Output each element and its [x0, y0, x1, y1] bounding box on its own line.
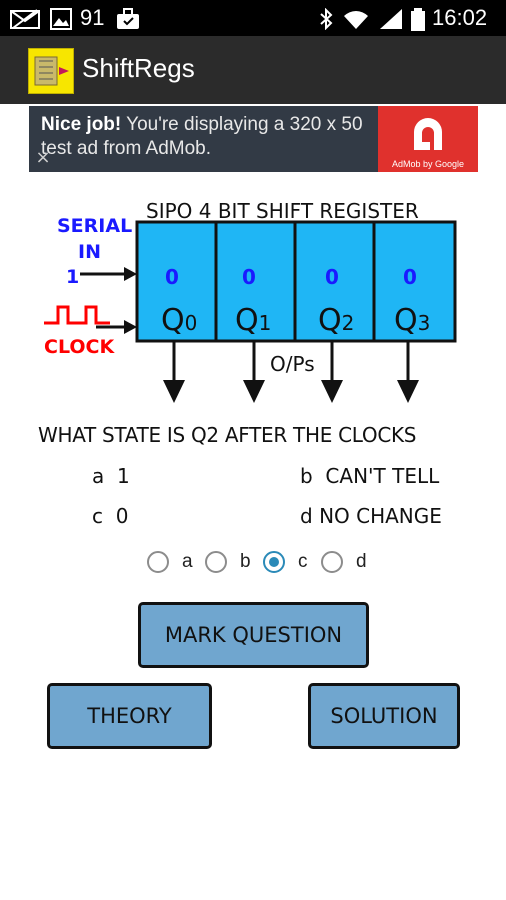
radio-b[interactable]	[205, 551, 227, 573]
cell-q1-value: 0	[242, 265, 256, 289]
option-c: c 0	[92, 504, 129, 528]
clock-pulse-icon	[44, 305, 110, 325]
output-arrows	[163, 341, 419, 403]
photo-icon	[50, 8, 72, 30]
admob-logo[interactable]: AdMob by Google	[378, 106, 478, 172]
option-a: a 1	[92, 464, 130, 488]
signal-icon	[380, 9, 402, 29]
outputs-label: O/Ps	[270, 352, 315, 376]
serial-in-value: 1	[66, 266, 79, 288]
option-d: d NO CHANGE	[300, 504, 442, 528]
bluetooth-icon	[320, 8, 333, 30]
mail-muted-icon	[10, 9, 40, 29]
question-text: WHAT STATE IS Q2 AFTER THE CLOCKS	[38, 423, 417, 447]
cell-q2-value: 0	[325, 265, 339, 289]
cell-q3-label: Q3	[394, 303, 430, 338]
cell-q1-label: Q1	[235, 303, 271, 338]
shift-register-app-icon[interactable]	[28, 48, 74, 94]
ad-headline-rest: You're displaying a 320 x 50 test ad fro…	[41, 114, 363, 159]
action-bar: ShiftRegs	[0, 36, 506, 104]
theory-button[interactable]: THEORY	[47, 683, 212, 749]
admob-logo-icon	[414, 118, 442, 150]
cell-q3-value: 0	[403, 265, 417, 289]
ad-banner[interactable]: Nice job! You're displaying a 320 x 50 t…	[29, 106, 478, 172]
serial-in-label-2: IN	[78, 241, 101, 263]
shift-register-diagram: SIPO 4 BIT SHIFT REGISTER SERIAL IN 1 CL…	[44, 199, 457, 403]
clock-time: 16:02	[432, 5, 488, 30]
briefcase-icon	[117, 8, 139, 29]
cell-q0-label: Q0	[161, 303, 197, 338]
solution-button[interactable]: SOLUTION	[308, 683, 460, 749]
radio-a-label[interactable]: a	[182, 551, 193, 572]
ad-headline-bold: Nice job!	[41, 114, 122, 135]
status-bar: 91 16:02	[0, 0, 506, 36]
cell-q2-label: Q2	[318, 303, 354, 338]
cell-q0-value: 0	[165, 265, 179, 289]
app-title: ShiftRegs	[82, 53, 195, 83]
ad-close-icon[interactable]: ×	[35, 147, 51, 168]
radio-d-label[interactable]: d	[356, 551, 367, 572]
serial-input-arrowhead	[124, 267, 137, 281]
radio-d[interactable]	[321, 551, 343, 573]
serial-in-label-1: SERIAL	[57, 215, 132, 237]
radio-c-label[interactable]: c	[298, 551, 308, 572]
battery-icon	[411, 8, 425, 31]
ad-text: Nice job! You're displaying a 320 x 50 t…	[41, 113, 371, 161]
wifi-icon	[344, 11, 368, 29]
radio-a[interactable]	[147, 551, 169, 573]
radio-b-label[interactable]: b	[240, 551, 251, 572]
clock-input-arrowhead	[124, 320, 137, 334]
radio-c[interactable]	[263, 551, 285, 573]
battery-percent-text: 91	[80, 5, 105, 30]
clock-label: CLOCK	[44, 336, 115, 358]
mark-question-button[interactable]: MARK QUESTION	[138, 602, 369, 668]
diagram-title: SIPO 4 BIT SHIFT REGISTER	[146, 199, 419, 223]
ad-logo-caption: AdMob by Google	[391, 159, 465, 169]
option-b: b CAN'T TELL	[300, 464, 440, 488]
